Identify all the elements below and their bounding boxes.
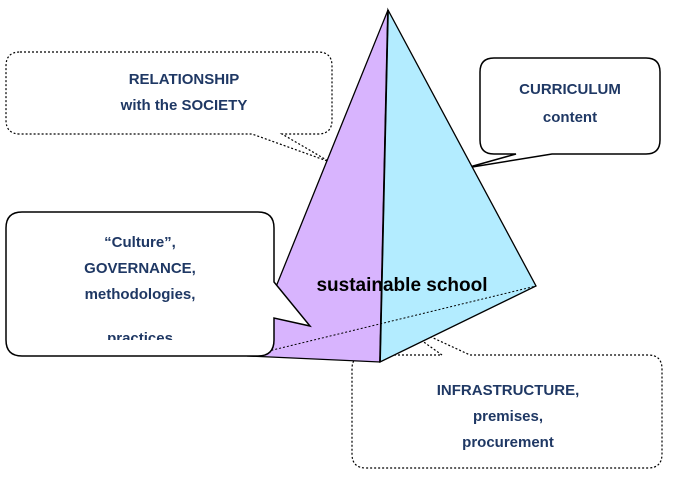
curriculum-line-1: CURRICULUM [519,81,621,98]
curriculum-line-2: content [543,109,597,126]
culture-line-3: methodologies, [85,286,196,303]
relationship-line-2: with the SOCIETY [120,97,248,114]
curriculum-callout: CURRICULUM content [465,57,661,169]
culture-line-1: “Culture”, [104,234,176,251]
infrastructure-callout: INFRASTRUCTURE, premises, procurement [351,317,663,469]
culture-line-2: GOVERNANCE, [84,260,196,277]
pyramid [247,7,537,364]
center-label: sustainable school [316,275,487,296]
infrastructure-callout-box [351,317,663,469]
relationship-callout-box [5,51,333,163]
pyramid-front-edge [379,9,389,363]
infrastructure-line-2: premises, [473,408,543,425]
curriculum-callout-box [465,57,661,169]
infrastructure-line-3: procurement [462,434,554,451]
relationship-line-1: RELATIONSHIP [129,71,240,88]
culture-callout-box [5,211,312,357]
culture-callout: “Culture”, GOVERNANCE, methodologies, pr… [5,211,312,357]
pyramid-hidden-edge [247,285,537,357]
infrastructure-line-1: INFRASTRUCTURE, [437,382,580,399]
culture-line-4: practices [107,330,173,347]
relationship-callout: RELATIONSHIP with the SOCIETY [5,51,333,163]
